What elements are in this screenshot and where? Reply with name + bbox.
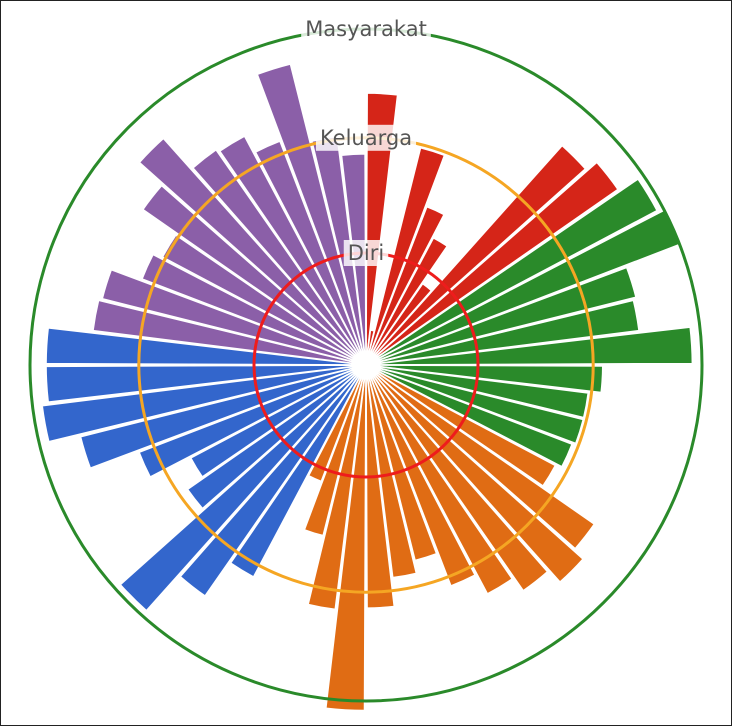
- ring-label-0: Diri: [348, 241, 384, 265]
- ring-label-bg-0: [343, 240, 389, 266]
- ring-label-2: Masyarakat: [305, 17, 427, 41]
- ring-label-1: Keluarga: [320, 126, 412, 150]
- bars-layer: [41, 62, 694, 712]
- ring-label-bg-1: [315, 124, 417, 151]
- ring-label-bg-2: [301, 16, 431, 42]
- ring-labels-layer: Diri Keluarga Masyarakat: [301, 16, 431, 266]
